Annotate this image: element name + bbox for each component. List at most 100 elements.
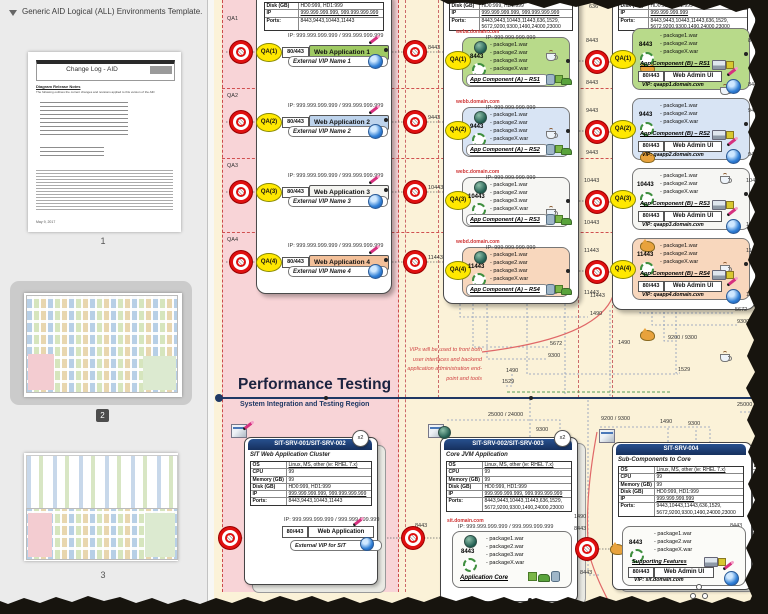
- b-footer-label: App Component (B) – RS2: [640, 131, 710, 137]
- recycle-icon: [640, 52, 654, 66]
- car-icon: [561, 78, 572, 85]
- load-balancer-icon: [576, 538, 598, 560]
- recycle-icon: [630, 549, 644, 563]
- car-icon: [561, 218, 572, 225]
- qa-badge: QA(4): [256, 253, 282, 272]
- edge-port-label: 8443: [748, 38, 761, 44]
- table-cell: Disk (GB): [619, 487, 655, 495]
- b-port: 9443: [639, 112, 653, 118]
- table-cell: 999.999.999.999, 999.999.999.999: [483, 490, 571, 497]
- connector-dot: [566, 59, 570, 63]
- table-cell: 8443,9443,10443,11443: [287, 497, 371, 504]
- performance-testing-subtitle: System Integration and Testing Region: [240, 401, 370, 408]
- b-footer-label: App Component (B) – RS4: [640, 271, 710, 277]
- sit2-name: Core JVM Application: [446, 452, 508, 458]
- collapse-caret-icon[interactable]: [9, 10, 17, 16]
- a-domain: webc.domain.com: [456, 169, 500, 175]
- load-balancer-icon: [586, 51, 608, 73]
- admin-label: Web Admin UI: [664, 211, 722, 222]
- doc-heading: Diagram Release Notes: [36, 84, 81, 89]
- web-row-ip: IP: 999.999.999.999 / 999.999.999.999: [288, 33, 384, 39]
- sphere-icon: [474, 251, 487, 264]
- page-2-preview: [26, 295, 178, 393]
- routing-port-label: 1490: [618, 340, 631, 346]
- globe-icon: [368, 124, 383, 139]
- a-ip: IP: 999.999.999.999: [486, 35, 536, 41]
- doc-bullet-lines: [40, 102, 128, 138]
- qa-badge: QA(4): [610, 260, 636, 279]
- thumbnail-page-2[interactable]: [24, 293, 182, 397]
- connector-dot: [566, 199, 570, 203]
- routing-port-label: 11443: [590, 293, 605, 299]
- port-label: 11443: [428, 255, 443, 261]
- table-cell: HD0:999, HD1:999: [483, 482, 571, 490]
- recycle-icon: [640, 262, 654, 276]
- thumbnail-page-3[interactable]: [24, 453, 178, 561]
- chip-icon: [528, 572, 537, 581]
- a-port: 11443: [468, 264, 485, 270]
- sit2-ip: IP: 999.999.999.999 / 999.999.999.999: [458, 524, 554, 530]
- table-cell: CPU: [251, 468, 287, 476]
- a-ip: IP: 999.999.999.999: [486, 175, 536, 181]
- table-cell: 8443,9443,10443,11443,636,1529, 5672,920…: [649, 16, 747, 31]
- routing-port-label: 25000: [737, 402, 753, 408]
- table-cell: IP: [265, 9, 299, 17]
- recycle-icon: [463, 558, 477, 572]
- car-icon: [561, 148, 572, 155]
- pdf-file-title: Generic AID Logical (ALL) Environments T…: [22, 7, 202, 16]
- load-balancer-icon: [404, 251, 426, 273]
- routing-port-label: 8443: [574, 526, 587, 532]
- env-label-qa2: QA2: [227, 93, 239, 99]
- chip-icon: [718, 558, 726, 566]
- laptop-icon: [712, 60, 726, 70]
- admin-ports: 80/443: [638, 141, 664, 152]
- table-cell: 999.999.999.999, 999.999.999.999: [480, 9, 572, 16]
- table-cell: Disk (GB): [251, 482, 287, 490]
- line-endpoint-dot: [215, 394, 223, 402]
- partial-panel-label: Da: [754, 463, 761, 469]
- sit1-pill-ports: 80/443: [282, 526, 308, 538]
- table-cell: Memory (GB): [619, 480, 655, 488]
- a-port: 8443: [470, 54, 484, 60]
- sphere-icon: [464, 535, 477, 548]
- package-list: - package1.war- package2.war- packageX.w…: [660, 33, 699, 55]
- a-port: 10443: [468, 194, 485, 200]
- database-icon: [551, 571, 560, 582]
- qa-badge: QA(1): [610, 50, 636, 69]
- edge-port-label: 9443: [748, 152, 761, 158]
- sit3-header: SIT-SRV-004: [616, 444, 746, 455]
- load-balancer-icon: [219, 527, 241, 549]
- connector-dot: [744, 122, 748, 126]
- port-label: 9443: [428, 115, 441, 121]
- load-balancer-icon: [404, 41, 426, 63]
- table-cell: Ports:: [619, 16, 649, 30]
- database-icon: [546, 144, 555, 155]
- load-balancer-icon: [404, 181, 426, 203]
- preview-green-region-3: [145, 513, 175, 557]
- edge-port-label: 10443: [746, 178, 762, 184]
- globe-icon: [724, 571, 739, 586]
- load-balancer-icon: [586, 191, 608, 213]
- port-label: 9443: [586, 150, 599, 156]
- table-cell: Linux, MS, other (ie: RHEL 7.x): [656, 467, 726, 473]
- env-label-qa4: QA4: [227, 237, 239, 243]
- page-3-preview-bottom: [26, 508, 178, 560]
- b-footer-label: App Component (B) – RS1: [640, 61, 710, 67]
- table-cell: HD0:999, HD1:999: [300, 3, 343, 9]
- chip-icon: [726, 131, 734, 139]
- package-list: - package1.war- package2.war- packageX.w…: [660, 103, 699, 125]
- globe-icon: [368, 264, 383, 279]
- a-domain: weba.domain.com: [456, 29, 500, 35]
- b-port: 8443: [639, 42, 653, 48]
- package-list: - package1.war- package2.war- package3.w…: [490, 182, 529, 212]
- a-footer-bar: App Component (A) – RS1: [466, 74, 549, 86]
- arrow-left-icon: ←: [664, 594, 672, 603]
- thumbnail-page-1[interactable]: Change Log - AID Diagram Release Notes T…: [28, 52, 181, 232]
- routing-port-label: 9300: [548, 353, 561, 359]
- globe-icon: [368, 54, 383, 69]
- a-footer-label: App Component (A) – RS4: [470, 287, 540, 293]
- connector-dot: [744, 52, 748, 56]
- b-vip: VIP: qaapp1.domain.com: [642, 82, 704, 88]
